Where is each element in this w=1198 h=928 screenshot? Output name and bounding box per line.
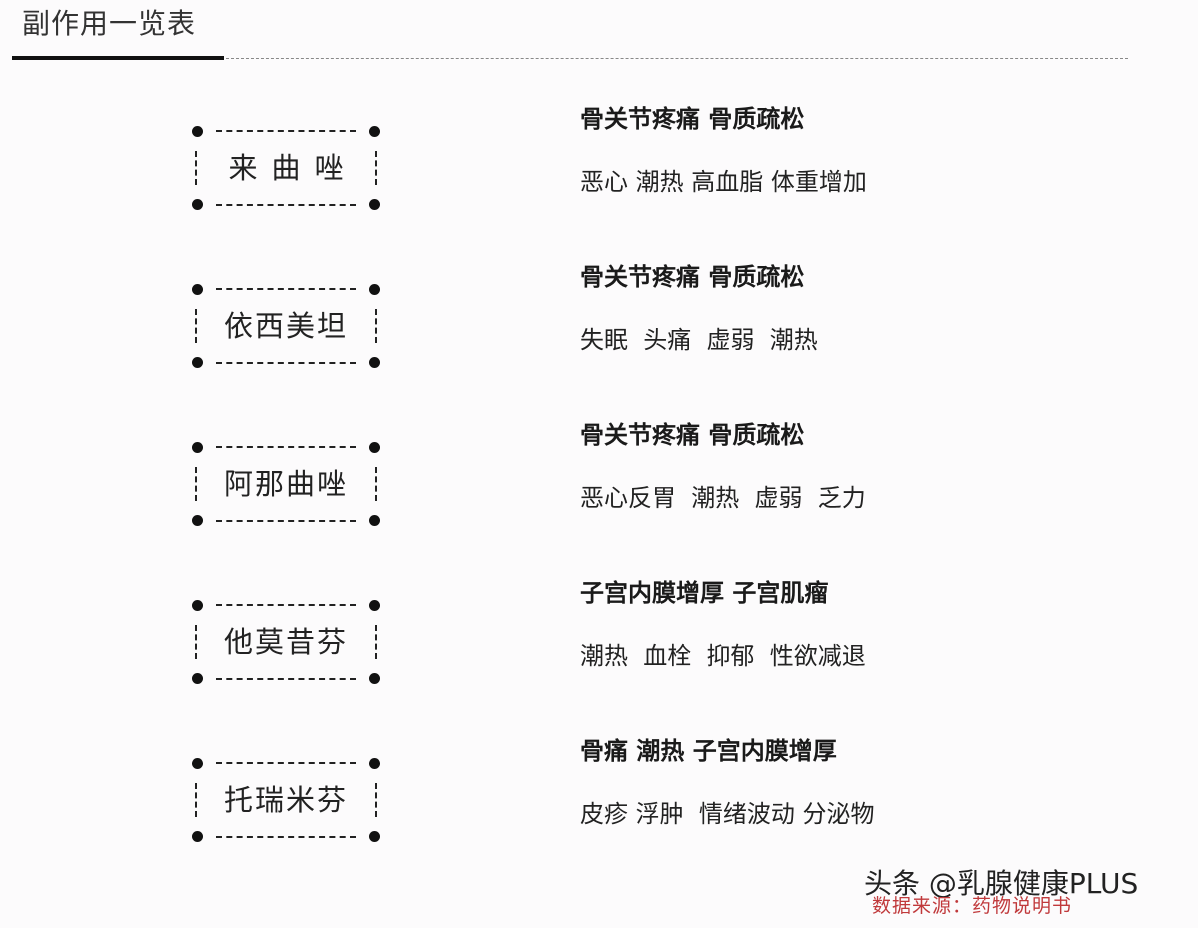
drug-box: 来曲唑	[190, 121, 382, 215]
side-effects: 骨关节疼痛 骨质疏松 失眠 头痛 虚弱 潮热	[580, 260, 818, 357]
minor-side-effects: 恶心反胃 潮热 虚弱 乏力	[580, 484, 866, 512]
drug-name: 依西美坦	[223, 309, 348, 343]
dashed-border	[195, 309, 197, 343]
dashed-border	[216, 288, 356, 290]
dashed-border	[195, 467, 197, 501]
corner-dot-icon	[192, 357, 203, 368]
corner-dot-icon	[192, 600, 203, 611]
corner-dot-icon	[192, 515, 203, 526]
major-side-effects: 骨关节疼痛 骨质疏松	[580, 421, 805, 449]
drug-box: 依西美坦	[190, 279, 382, 373]
minor-side-effects: 潮热 血栓 抑郁 性欲减退	[580, 642, 866, 670]
drug-name: 托瑞米芬	[223, 783, 348, 817]
side-effects: 骨关节疼痛 骨质疏松 恶心反胃 潮热 虚弱 乏力	[580, 418, 866, 515]
corner-dot-icon	[369, 442, 380, 453]
dashed-border	[216, 762, 356, 764]
dashed-border	[216, 446, 356, 448]
drug-name: 来曲唑	[228, 151, 358, 185]
corner-dot-icon	[192, 199, 203, 210]
corner-dot-icon	[369, 515, 380, 526]
side-effects: 骨关节疼痛 骨质疏松 恶心 潮热 高血脂 体重增加	[580, 102, 867, 199]
corner-dot-icon	[192, 284, 203, 295]
dashed-border	[216, 130, 356, 132]
corner-dot-icon	[369, 126, 380, 137]
corner-dot-icon	[369, 600, 380, 611]
corner-dot-icon	[192, 758, 203, 769]
dashed-border	[195, 625, 197, 659]
dashed-border	[216, 520, 356, 522]
minor-side-effects: 皮疹 浮肿 情绪波动 分泌物	[580, 800, 875, 828]
watermark: 头条 @乳腺健康PLUS	[864, 867, 1139, 900]
corner-dot-icon	[369, 831, 380, 842]
dashed-border	[375, 309, 377, 343]
dashed-border	[216, 362, 356, 364]
corner-dot-icon	[192, 442, 203, 453]
corner-dot-icon	[369, 199, 380, 210]
minor-side-effects: 失眠 头痛 虚弱 潮热	[580, 326, 818, 354]
dashed-border	[375, 783, 377, 817]
dashed-border	[195, 151, 197, 185]
dashed-border	[216, 604, 356, 606]
drug-box: 阿那曲唑	[190, 437, 382, 531]
major-side-effects: 骨关节疼痛 骨质疏松	[580, 263, 805, 291]
page-title: 副作用一览表	[22, 7, 197, 40]
side-effects: 子宫内膜增厚 子宫肌瘤 潮热 血栓 抑郁 性欲减退	[580, 576, 866, 673]
dashed-border	[375, 625, 377, 659]
drug-name: 阿那曲唑	[223, 467, 348, 501]
dashed-border	[216, 836, 356, 838]
drug-name: 他莫昔芬	[223, 625, 348, 659]
dashed-border	[195, 783, 197, 817]
drug-box: 他莫昔芬	[190, 595, 382, 689]
corner-dot-icon	[369, 758, 380, 769]
corner-dot-icon	[192, 126, 203, 137]
major-side-effects: 骨关节疼痛 骨质疏松	[580, 105, 805, 133]
corner-dot-icon	[369, 357, 380, 368]
dashed-border	[216, 204, 356, 206]
data-source-note: 数据来源：药物说明书	[872, 895, 1073, 917]
major-side-effects: 骨痛 潮热 子宫内膜增厚	[580, 737, 837, 765]
dashed-border	[375, 467, 377, 501]
title-underline	[12, 56, 224, 60]
minor-side-effects: 恶心 潮热 高血脂 体重增加	[580, 168, 867, 196]
corner-dot-icon	[369, 284, 380, 295]
side-effects: 骨痛 潮热 子宫内膜增厚 皮疹 浮肿 情绪波动 分泌物	[580, 734, 875, 831]
major-side-effects: 子宫内膜增厚 子宫肌瘤	[580, 579, 829, 607]
drug-box: 托瑞米芬	[190, 753, 382, 847]
title-dashed-divider	[226, 58, 1128, 59]
dashed-border	[375, 151, 377, 185]
dashed-border	[216, 678, 356, 680]
corner-dot-icon	[369, 673, 380, 684]
corner-dot-icon	[192, 673, 203, 684]
corner-dot-icon	[192, 831, 203, 842]
